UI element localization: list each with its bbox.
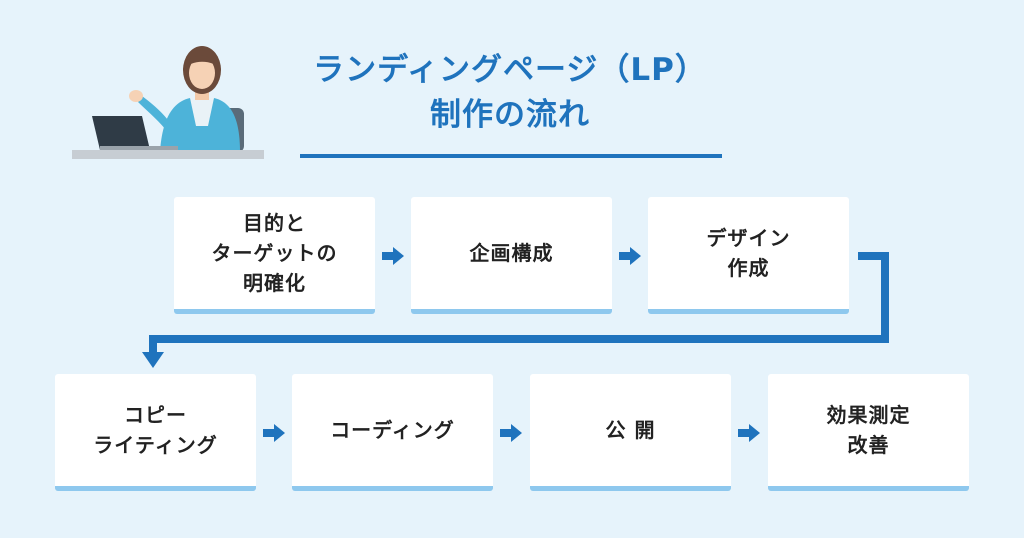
right-arrow-icon <box>500 424 522 442</box>
step-7-card: 効果測定 改善 <box>768 374 969 491</box>
step-4-card: コピー ライティング <box>55 374 256 491</box>
step-1-label: 目的と ターゲットの 明確化 <box>211 211 338 295</box>
step-7-label: 効果測定 改善 <box>826 403 911 457</box>
step-1-card: 目的と ターゲットの 明確化 <box>174 197 375 314</box>
title-line-2: 制作の流れ <box>430 97 590 133</box>
step-3-card: デザイン 作成 <box>648 197 849 314</box>
right-arrow-icon <box>738 424 760 442</box>
step-5-label: コーディング <box>330 418 455 442</box>
step-5-card: コーディング <box>292 374 493 491</box>
right-arrow-icon <box>619 247 641 265</box>
page-title: ランディングページ（LP） 制作の流れ <box>300 48 720 138</box>
right-arrow-icon <box>263 424 285 442</box>
step-6-card: 公 開 <box>530 374 731 491</box>
title-line-1: ランディングページ（LP） <box>313 52 707 88</box>
woman-at-laptop-illustration <box>72 46 264 159</box>
step-2-label: 企画構成 <box>469 241 554 265</box>
step-4-label: コピー ライティング <box>93 403 218 457</box>
step-2-card: 企画構成 <box>411 197 612 314</box>
title-underline <box>300 154 722 158</box>
step-6-label: 公 開 <box>605 418 656 442</box>
step-3-label: デザイン 作成 <box>706 226 791 280</box>
right-arrow-icon <box>382 247 404 265</box>
